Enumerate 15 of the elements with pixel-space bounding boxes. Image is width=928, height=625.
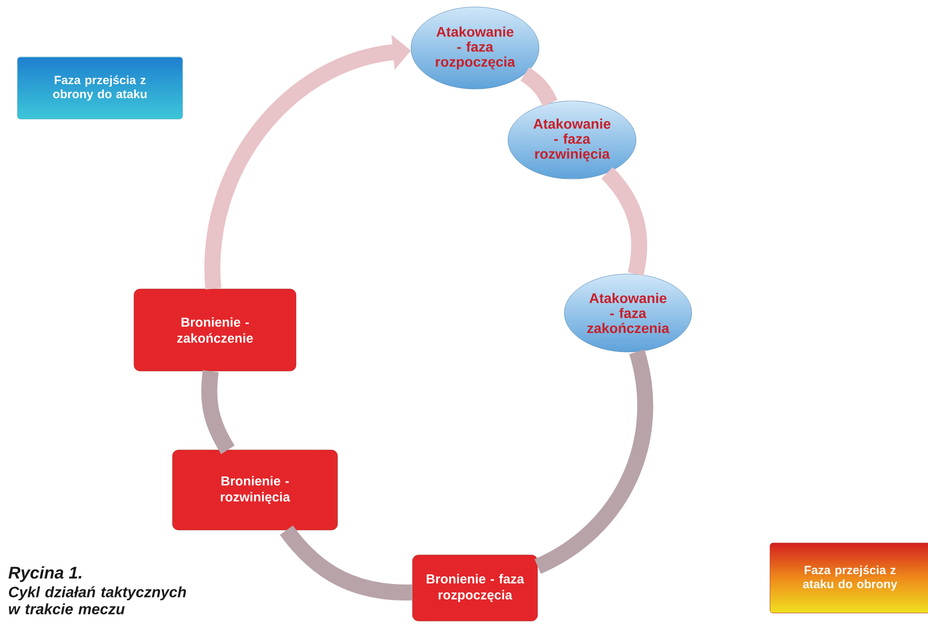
- figure-title: Rycina 1.: [8, 566, 82, 582]
- connector-band: [280, 525, 412, 600]
- figure-caption: Cykl działań taktycznych w trakcie meczu: [8, 586, 186, 614]
- ellipse-node: Atakowanie - faza rozwinięcia: [508, 100, 636, 180]
- connector-band: [601, 167, 648, 276]
- process-box: Bronienie - faza rozpoczęcia: [412, 554, 538, 622]
- process-box: Bronienie - rozwinięcia: [172, 450, 338, 530]
- connector-band: [534, 350, 653, 574]
- connector-band: [201, 370, 235, 454]
- connector-band: [520, 67, 558, 107]
- process-box: Bronienie - zakończenie: [134, 288, 296, 372]
- banner: Faza przejścia z ataku do obrony: [770, 542, 928, 614]
- ellipse-node: Atakowanie - faza zakończenia: [564, 274, 692, 352]
- banner: Faza przejścia z obrony do ataku: [17, 56, 183, 120]
- ellipse-node: Atakowanie - faza rozpoczęcia: [410, 6, 540, 90]
